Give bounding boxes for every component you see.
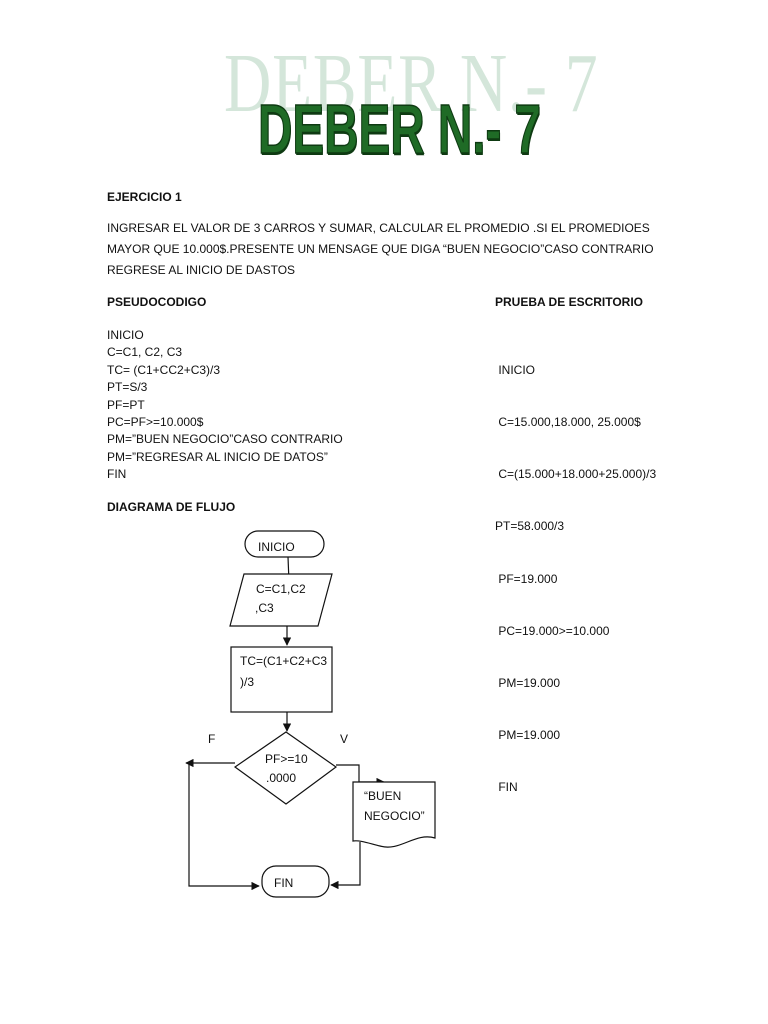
process-label-line-2: )/3 bbox=[240, 675, 254, 689]
desk-test-line: PF=19.000 bbox=[495, 571, 558, 586]
output-label-line-2: NEGOCIO” bbox=[364, 809, 425, 823]
input-label-line-1: C=C1,C2 bbox=[256, 582, 306, 596]
title-watermark: DEBER N.- 7 bbox=[224, 37, 599, 130]
desk-test-line: PT=58.000/3 bbox=[495, 519, 565, 534]
pseudocode-line: INICIO bbox=[107, 328, 144, 342]
start-terminal bbox=[244, 530, 325, 558]
output-label-line-1: “BUEN bbox=[364, 789, 401, 803]
flowchart-heading: DIAGRAMA DE FLUJO bbox=[107, 500, 236, 514]
pseudocode-line: PF=PT bbox=[107, 397, 145, 412]
decision-label-line-1: PF>=10 bbox=[265, 752, 308, 766]
desk-test-heading: PRUEBA DE ESCRITORIO bbox=[495, 295, 644, 309]
process-box bbox=[230, 646, 333, 713]
connector-output-end bbox=[330, 842, 361, 890]
desk-test-line: C=(15.000+18.000+25.000)/3 bbox=[495, 467, 657, 482]
process-label-line-1: TC=(C1+C2+C3 bbox=[240, 654, 327, 668]
desk-test-line: INICIO bbox=[495, 362, 536, 377]
start-label: INICIO bbox=[258, 540, 295, 554]
input-parallelogram bbox=[229, 573, 333, 627]
true-branch-connector bbox=[336, 764, 385, 787]
statement-line-1: INGRESAR EL VALOR DE 3 CARROS Y SUMAR, C… bbox=[107, 221, 650, 235]
desk-test-line: PC=19.000>=10.000 bbox=[495, 623, 610, 638]
output-document bbox=[352, 781, 436, 848]
pseudocode-line: PC=PF>=10.000$ bbox=[107, 414, 204, 429]
desk-test-line: PM=19.000 bbox=[495, 728, 561, 743]
pseudocode-line: PM=”BUEN NEGOCIO”CASO CONTRARIO bbox=[107, 432, 343, 447]
desk-test-list: INICIO C=15.000,18.000, 25.000$ C=(15.00… bbox=[495, 327, 656, 832]
false-branch-loop bbox=[188, 763, 260, 891]
statement-line-3: REGRESE AL INICIO DE DASTOS bbox=[107, 263, 296, 277]
false-branch-label: F bbox=[208, 732, 215, 746]
input-label-line-2: ,C3 bbox=[255, 601, 274, 615]
pseudocode-line: TC= (C1+CC2+C3)/3 bbox=[107, 362, 221, 377]
pseudocode-line: FIN bbox=[107, 467, 127, 482]
true-branch-label: V bbox=[340, 732, 348, 746]
end-terminal bbox=[261, 865, 330, 898]
page-title: DEBER N.- 7 bbox=[257, 90, 541, 168]
pseudocode-line: C=C1, C2, C3 bbox=[107, 345, 183, 360]
desk-test-line: PM=19.000 bbox=[495, 676, 561, 691]
decision-diamond bbox=[233, 731, 338, 805]
pseudocode-list: INICIO C=C1, C2, C3 TC= (C1+CC2+C3)/3 PT… bbox=[107, 327, 343, 484]
pseudocode-line: PT=S/3 bbox=[107, 380, 148, 395]
statement-line-2: MAYOR QUE 10.000$.PRESENTE UN MENSAGE QU… bbox=[107, 242, 654, 256]
desk-test-line: FIN bbox=[495, 780, 518, 795]
exercise-heading: EJERCICIO 1 bbox=[107, 190, 182, 204]
desk-test-line: C=15.000,18.000, 25.000$ bbox=[495, 415, 641, 430]
pseudocode-heading: PSEUDOCODIGO bbox=[107, 295, 207, 309]
pseudocode-line: PM=”REGRESAR AL INICIO DE DATOS” bbox=[107, 449, 328, 464]
decision-label-line-2: .0000 bbox=[266, 771, 296, 785]
end-label: FIN bbox=[274, 876, 293, 890]
